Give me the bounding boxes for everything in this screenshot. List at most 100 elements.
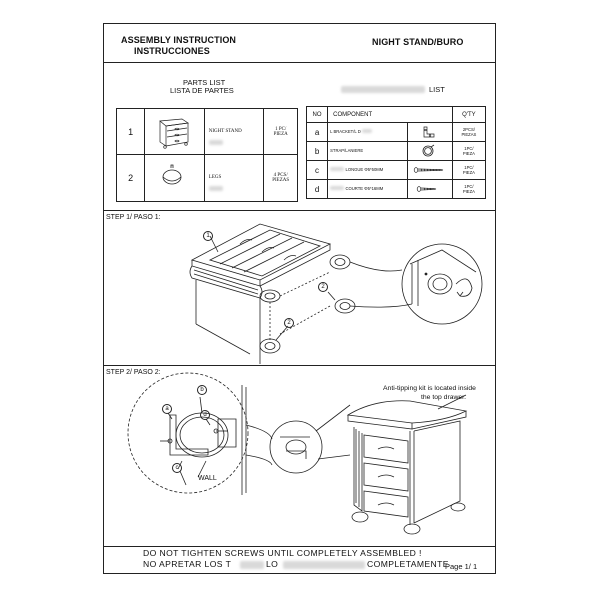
drawer-pull [283, 255, 297, 261]
table-row: b STRAP/LANIERE 1PC/ PIEZA [305, 141, 487, 161]
component-icon-cell [406, 122, 453, 142]
component-qty-cell: 1PC/ PIEZA [451, 141, 487, 161]
redacted-text [330, 167, 345, 171]
anti-tip-note: Anti-tipping kit is located inside [383, 385, 476, 392]
component-qty-unit: PIEZA [462, 170, 475, 175]
leg-socket [259, 289, 281, 303]
part-qty-unit: PIEZA [273, 131, 288, 137]
component-qty: 1PC/ [464, 146, 474, 151]
callout-b: b [197, 385, 207, 395]
step-1-illustration [189, 223, 483, 364]
product-name: NIGHT STAND/BURO [372, 37, 464, 47]
callout-2: 2 [318, 282, 328, 292]
step-1-label: STEP 1/ PASO 1: [106, 214, 161, 221]
component-letter: a [305, 122, 329, 142]
component-name-cell: COURTE Φ5*16MM [327, 179, 408, 199]
component-qty-cell: 1PC/ PIEZA [451, 179, 487, 199]
part-qty: 1 PC/ [275, 126, 287, 132]
leg-icon [450, 502, 466, 512]
part-qty-cell: 4 PCS/ PIEZAS [263, 154, 298, 202]
table-row: 1 [115, 108, 298, 155]
table-row: a L BRACKET/L D 2PCS/ PIEZAS [305, 122, 487, 142]
leg-icon [403, 523, 421, 535]
table-row: 2 LEGS 4 PCS/ PIEZAS [115, 154, 298, 202]
table-row: d COURTE Φ5*16MM 1PC/ PIEZA [305, 179, 487, 199]
wall-label: WALL [198, 475, 217, 482]
bracket-detail-circle [269, 420, 323, 474]
rotation-arrow-icon [455, 278, 473, 297]
component-letter: d [305, 179, 329, 199]
nightstand-top [190, 223, 332, 281]
redacted-text [208, 139, 223, 145]
short-screw-icon [416, 186, 436, 192]
drawer-pull [239, 239, 253, 245]
leg-socket [259, 338, 281, 354]
callout-1: 1 [203, 231, 213, 241]
page-number: Page 1/ 1 [445, 562, 478, 571]
page-frame [103, 23, 496, 574]
component-qty: 1PC/ [464, 184, 474, 189]
step-2-label: STEP 2/ PASO 2: [106, 369, 161, 376]
divider [103, 546, 496, 547]
redacted-text [341, 86, 425, 93]
part-image-cell [144, 108, 205, 155]
warning-spanish-end: COMPLETAMENTE [367, 559, 449, 569]
part-image-cell [144, 154, 205, 202]
strap-icon [175, 412, 229, 458]
component-name: COURTE Φ5*16MM [345, 186, 384, 191]
title-spanish: INSTRUCCIONES [134, 46, 210, 56]
l-bracket-icon [169, 414, 209, 456]
component-name-cell: LONGUE Φ5*50MM [327, 160, 408, 180]
part-number: 1 [115, 108, 146, 155]
nightstand-icon [159, 118, 190, 149]
divider [103, 62, 496, 63]
column-header: NO [305, 106, 329, 123]
strap-icon [422, 144, 434, 157]
drawer-pull [377, 474, 395, 478]
zoom-detail-circle [401, 243, 483, 325]
callout-c: c [172, 463, 182, 473]
component-qty-cell: 1PC/ PIEZA [451, 160, 487, 180]
part-name: NIGHT STAND [208, 128, 242, 134]
warning-english: DO NOT TIGHTEN SCREWS UNTIL COMPLETELY A… [143, 548, 422, 558]
leg-icon [351, 511, 369, 523]
parts-list-title: PARTS LIST [183, 78, 226, 87]
divider [103, 365, 496, 366]
drawer-pull [377, 502, 395, 506]
step-2-illustration [127, 372, 468, 535]
anti-tip-note-line-2: the top drawer. [421, 394, 466, 401]
table-header-row: NO COMPONENT Q'TY [305, 106, 487, 123]
title-english: ASSEMBLY INSTRUCTION [121, 35, 237, 45]
callout-2-lower: 2 [284, 318, 294, 328]
column-header: Q'TY [451, 106, 487, 123]
divider [103, 210, 496, 211]
part-qty-unit: PIEZAS [272, 178, 290, 183]
redacted-text [362, 129, 373, 133]
table-row: c LONGUE Φ5*50MM 1PC/ PIEZA [305, 160, 487, 180]
redacted-text [208, 186, 223, 191]
component-letter: b [305, 141, 329, 161]
long-screw-icon [413, 167, 443, 173]
component-qty-unit: PIEZA [462, 189, 475, 194]
drawer-pull [377, 446, 395, 450]
part-name: LEGS [208, 175, 222, 180]
component-qty-unit: PIEZA [462, 151, 475, 156]
component-name: STRAP/LANIERE [330, 148, 364, 153]
callout-d: d [200, 410, 210, 420]
component-name-cell: L BRACKET/L D [327, 122, 408, 142]
component-icon-cell [406, 141, 453, 161]
component-icon-cell [406, 160, 453, 180]
nightstand-top [346, 400, 468, 424]
redacted-text [240, 561, 264, 569]
warning-spanish-start: NO APRETAR LOS T [143, 559, 232, 569]
component-qty: 2PCS/ [462, 127, 475, 132]
column-header: COMPONENT [327, 106, 453, 123]
callout-a: a [162, 404, 172, 414]
l-bracket-icon [423, 126, 434, 138]
parts-list-title-spanish: LISTA DE PARTES [170, 86, 234, 95]
component-name: LONGUE Φ5*50MM [345, 167, 384, 172]
part-qty: 4 PCS/ [273, 173, 288, 178]
parts-table: 1 [115, 108, 298, 202]
part-name-cell: NIGHT STAND [203, 108, 265, 155]
